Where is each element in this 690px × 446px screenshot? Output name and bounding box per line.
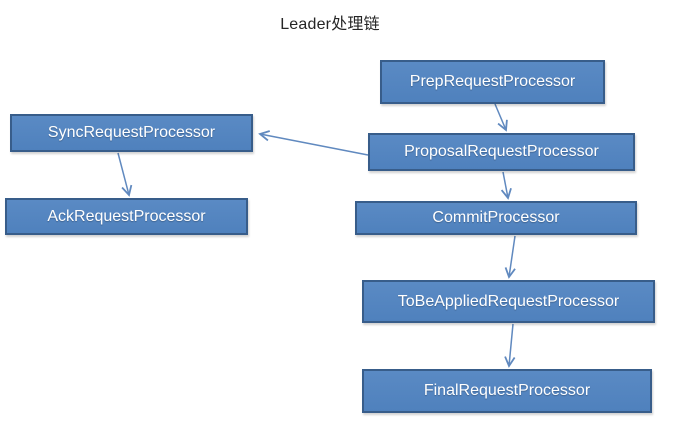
- edge-sync-to-ack: [117, 152, 129, 195]
- node-prep-request-processor: PrepRequestProcessor: [380, 60, 605, 104]
- node-tobeapplied-request-processor: ToBeAppliedRequestProcessor: [362, 280, 655, 323]
- edge-prep-to-proposal: [494, 103, 506, 130]
- edge-proposal-to-commit: [503, 171, 508, 198]
- node-sync-request-processor: SyncRequestProcessor: [10, 114, 253, 152]
- edge-commit-to-tobeapplied: [509, 235, 515, 277]
- edge-proposal-to-sync: [260, 134, 369, 156]
- node-commit-processor: CommitProcessor: [355, 201, 637, 235]
- node-proposal-request-processor: ProposalRequestProcessor: [368, 133, 635, 171]
- diagram-title: Leader处理链: [280, 16, 380, 33]
- node-ack-request-processor: AckRequestProcessor: [5, 198, 248, 235]
- edge-tobeapplied-to-final: [509, 323, 513, 366]
- node-final-request-processor: FinalRequestProcessor: [362, 369, 652, 413]
